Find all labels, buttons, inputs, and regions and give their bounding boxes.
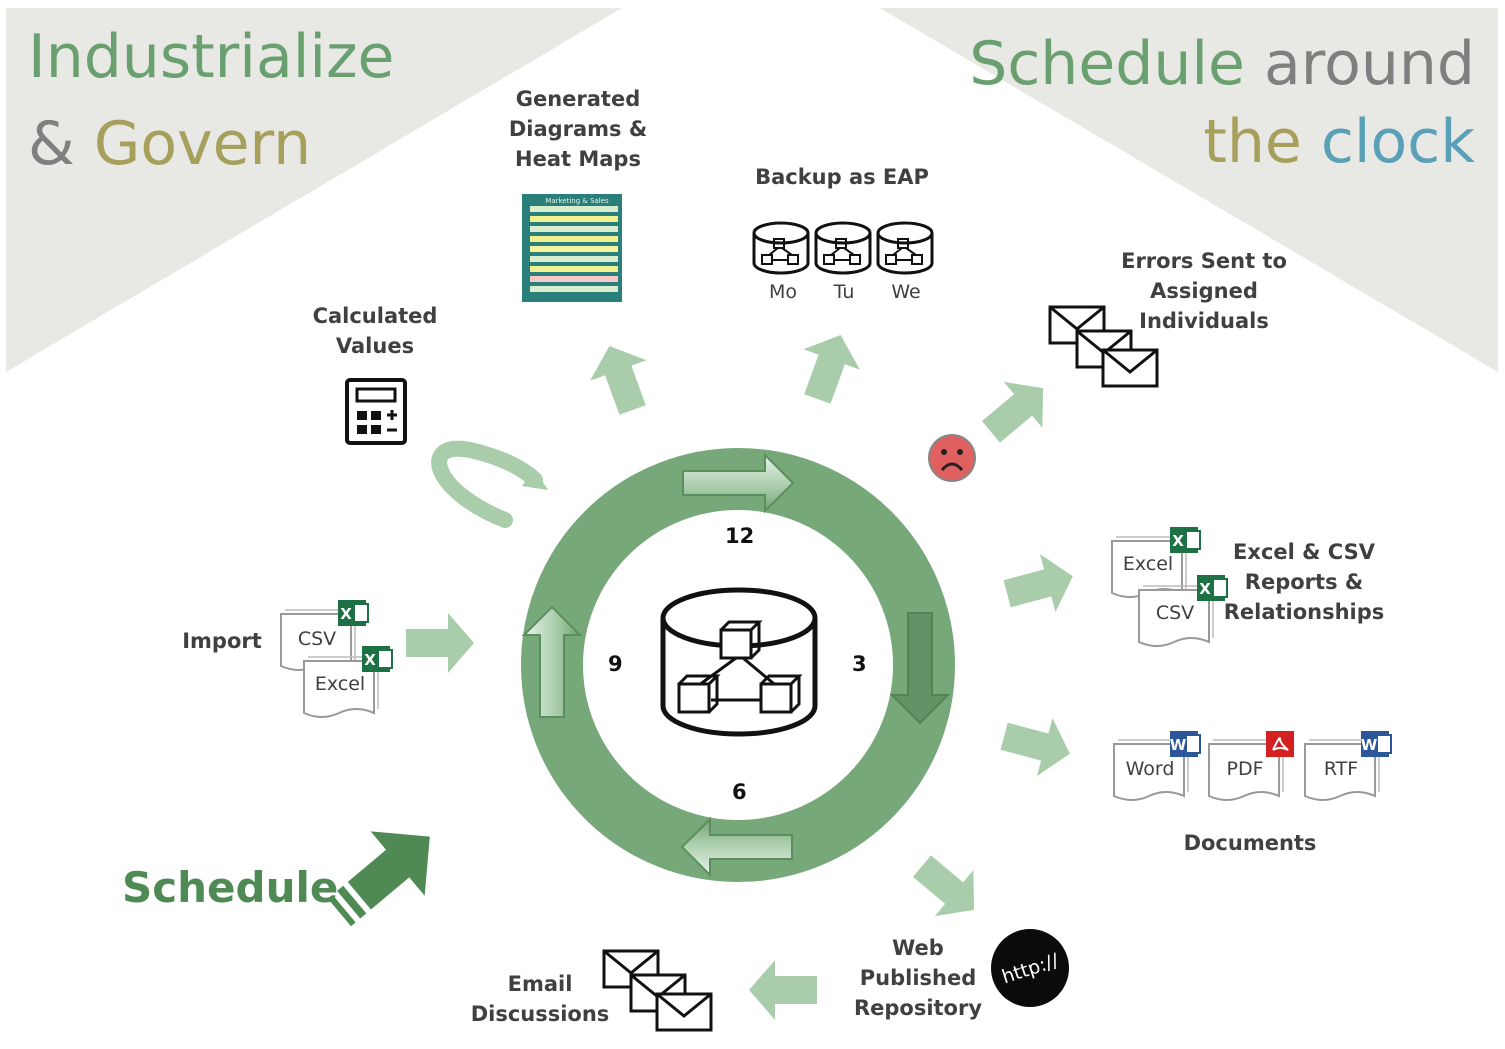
- ring-arrow-right: [889, 612, 951, 725]
- database-icon: [660, 587, 818, 737]
- http-globe-icon: http://: [991, 929, 1069, 1007]
- arrow-to-errors: [971, 365, 1063, 455]
- heatmap-title: Marketing & Sales: [545, 197, 609, 205]
- calculator-icon: [345, 378, 407, 445]
- email-envelope-icon: [602, 949, 713, 1032]
- arrow-to-reports: [999, 547, 1081, 623]
- label-day-we: We: [891, 281, 921, 303]
- heading-the-clock: the clock: [1203, 100, 1475, 184]
- backup-drum-tu: [814, 221, 872, 275]
- arrow-to-documents: [996, 707, 1078, 783]
- heading-the-word: the: [1203, 107, 1302, 177]
- schedule-arrow: [327, 831, 430, 927]
- arrow-to-email: [749, 960, 817, 1020]
- clock-6: 6: [732, 780, 747, 804]
- heading-around-word: around: [1264, 29, 1475, 99]
- pdf-icon: [1266, 731, 1294, 757]
- arrow-to-diagrams: [581, 335, 661, 421]
- import-excel-label: Excel: [315, 673, 365, 695]
- doc-word-label: Word: [1126, 758, 1175, 780]
- heading-amp: &: [28, 109, 75, 179]
- label-day-mo: Mo: [768, 281, 798, 303]
- clock-12: 12: [725, 524, 755, 548]
- word-document-icon: Word: [1113, 730, 1201, 801]
- report-csv-label: CSV: [1156, 602, 1194, 624]
- backup-drum-mo: [752, 221, 810, 275]
- rtf-document-icon: RTF: [1304, 730, 1392, 801]
- report-excel-file-icon: Excel: [1111, 526, 1201, 598]
- heading-govern: & Govern: [28, 102, 311, 186]
- heading-schedule-word: Schedule: [969, 29, 1245, 99]
- heading-schedule-around: Schedule around: [969, 22, 1475, 106]
- schedule-label: Schedule: [122, 863, 339, 912]
- report-excel-label: Excel: [1123, 553, 1173, 575]
- arrow-to-backup: [789, 324, 869, 410]
- label-documents: Documents: [1183, 831, 1317, 855]
- label-day-tu: Tu: [833, 281, 855, 303]
- ring-arrow-top: [682, 452, 795, 514]
- doc-pdf-label: PDF: [1226, 758, 1263, 780]
- label-import: Import: [182, 629, 262, 653]
- import-csv-file-icon: CSV: [280, 599, 369, 671]
- report-csv-file-icon: CSV: [1138, 574, 1228, 647]
- clock-3: 3: [852, 652, 867, 676]
- doc-rtf-label: RTF: [1324, 758, 1358, 780]
- heading-industrialize: Industrialize: [28, 22, 395, 92]
- right-background-triangle: [880, 8, 1498, 372]
- sad-face-icon: [928, 434, 976, 482]
- pdf-document-icon: PDF: [1208, 731, 1294, 801]
- heading-clock-word: clock: [1320, 107, 1475, 177]
- clock-9: 9: [608, 652, 623, 676]
- arrow-from-import: [406, 613, 474, 673]
- heading-govern-word: Govern: [93, 109, 312, 179]
- heatmap-diagram-icon: Marketing & Sales: [522, 194, 622, 302]
- left-background-triangle: [6, 8, 622, 372]
- arrow-to-web: [902, 843, 994, 933]
- backup-drum-we: [876, 221, 934, 275]
- import-csv-label: CSV: [298, 628, 336, 650]
- import-excel-file-icon: Excel: [303, 645, 393, 718]
- curved-arrow-calculated: [431, 440, 548, 528]
- ring-arrow-bottom: [680, 816, 793, 878]
- label-backup: Backup as EAP: [755, 165, 929, 189]
- ring-arrow-left: [521, 605, 583, 718]
